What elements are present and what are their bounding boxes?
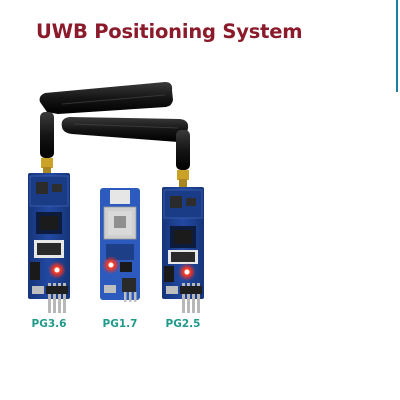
edge-accent-line: [396, 0, 398, 92]
board-pg3-6: [28, 173, 70, 313]
antenna-right: [61, 117, 190, 187]
device-label-pg2-5: PG2.5: [165, 318, 201, 330]
page-title: UWB Positioning System: [36, 20, 303, 43]
antenna-left: [39, 82, 173, 175]
board-pg2-5: [162, 187, 204, 313]
device-label-pg3-6: PG3.6: [31, 318, 67, 330]
board-pg1-7: [100, 188, 140, 302]
device-label-pg1-7: PG1.7: [102, 318, 138, 330]
